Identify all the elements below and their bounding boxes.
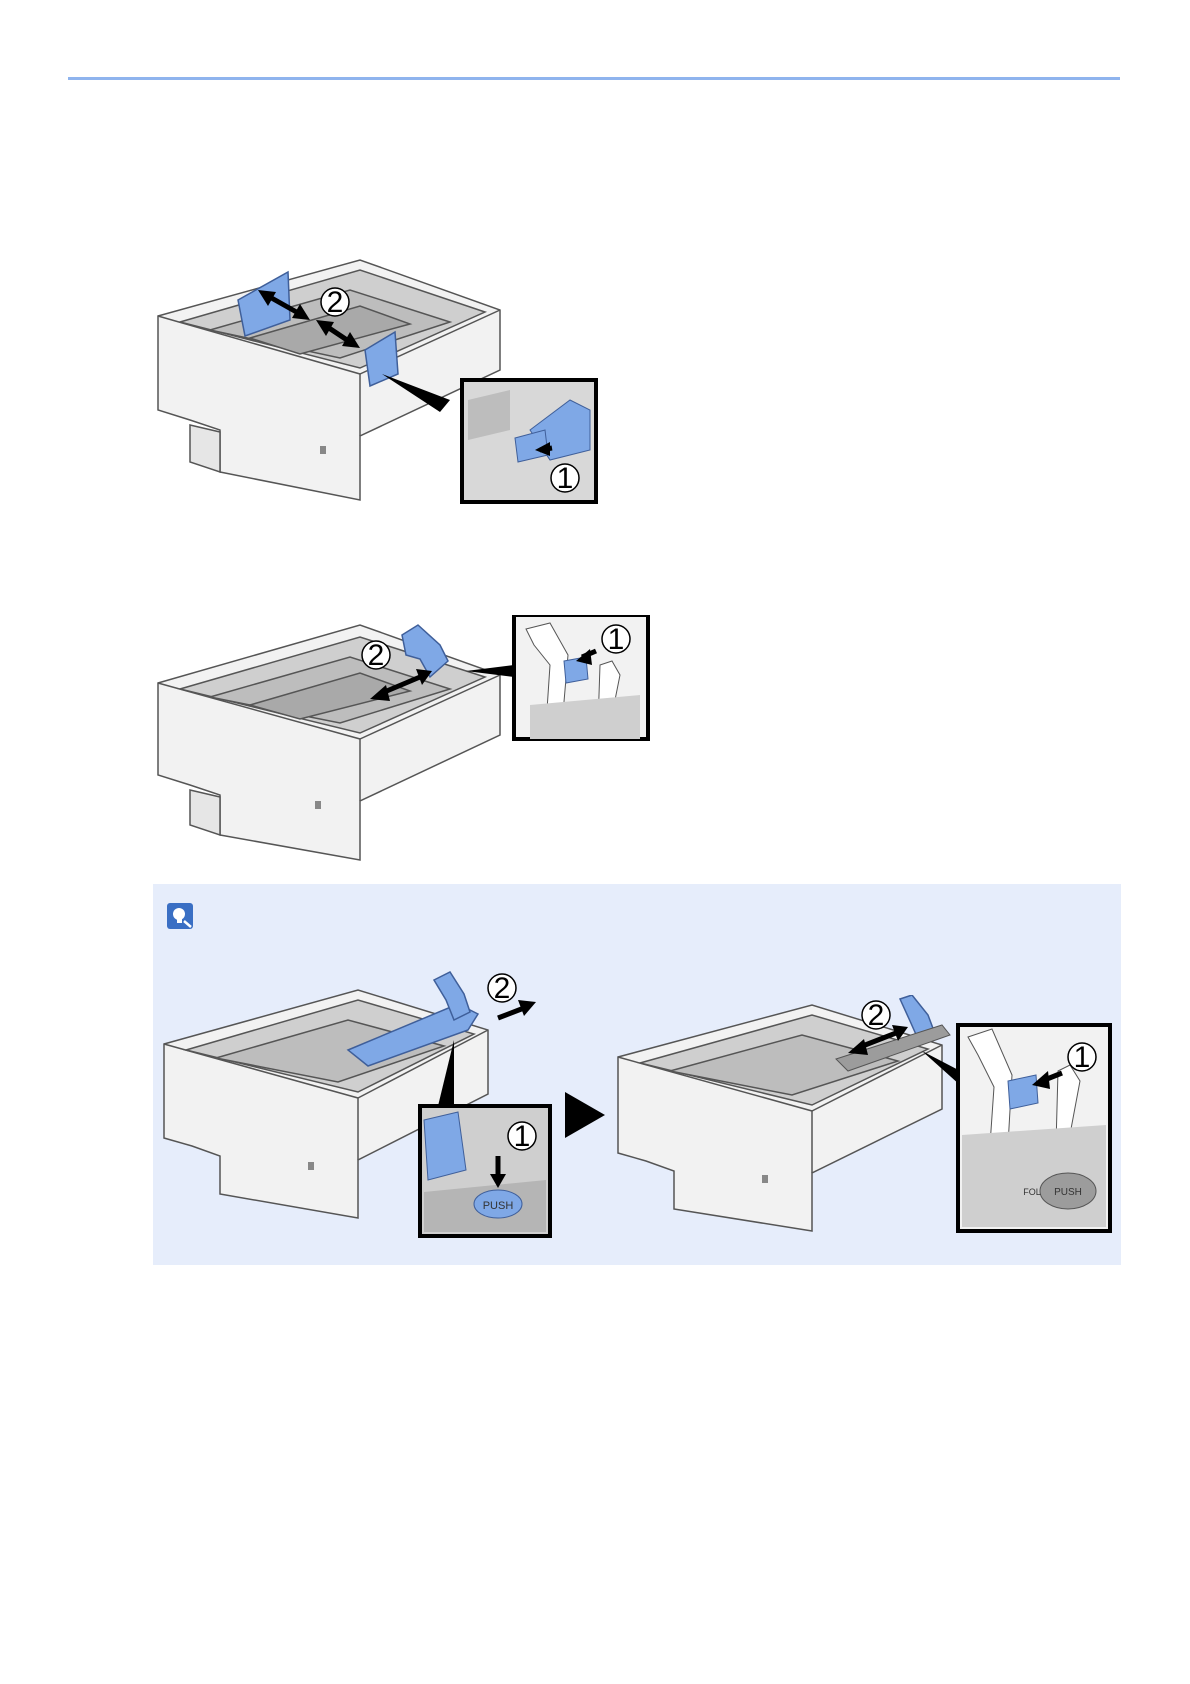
svg-text:2: 2	[327, 286, 344, 319]
push-label: PUSH	[483, 1200, 514, 1212]
svg-text:2: 2	[868, 999, 885, 1032]
paper-tray-illustration	[618, 1005, 942, 1231]
lightbulb-note-icon	[167, 903, 193, 929]
inset-length-guide-lever: 1	[514, 615, 648, 739]
inset-guide-lever: 1	[462, 380, 596, 502]
step-2-badge: 2	[488, 972, 516, 1005]
note-figure-slide-guide: 2 PUSH 1	[158, 970, 558, 1242]
figure-1-tray-width-guides: 2 1	[150, 250, 610, 520]
note-figure-adjust-guide: 2 PUSH FOL 1	[612, 995, 1117, 1247]
paper-tray-illustration	[158, 625, 500, 860]
header-rule	[68, 77, 1120, 80]
step-1-badge: 1	[1074, 1041, 1091, 1074]
fold-label: FOL	[1023, 1187, 1041, 1197]
triangle-right-icon	[565, 1092, 607, 1138]
figure-2-tray-length-guide: 2 1	[150, 615, 660, 870]
step-1-badge: 1	[608, 623, 625, 656]
step-1-badge: 1	[557, 462, 574, 495]
push-label: PUSH	[1054, 1187, 1082, 1198]
svg-text:2: 2	[368, 639, 385, 672]
inset-push-lever: PUSH 1	[420, 1106, 550, 1236]
inset-length-guide-lever: PUSH FOL 1	[958, 1025, 1110, 1231]
step-1-badge: 1	[514, 1120, 531, 1153]
svg-text:2: 2	[494, 972, 511, 1005]
